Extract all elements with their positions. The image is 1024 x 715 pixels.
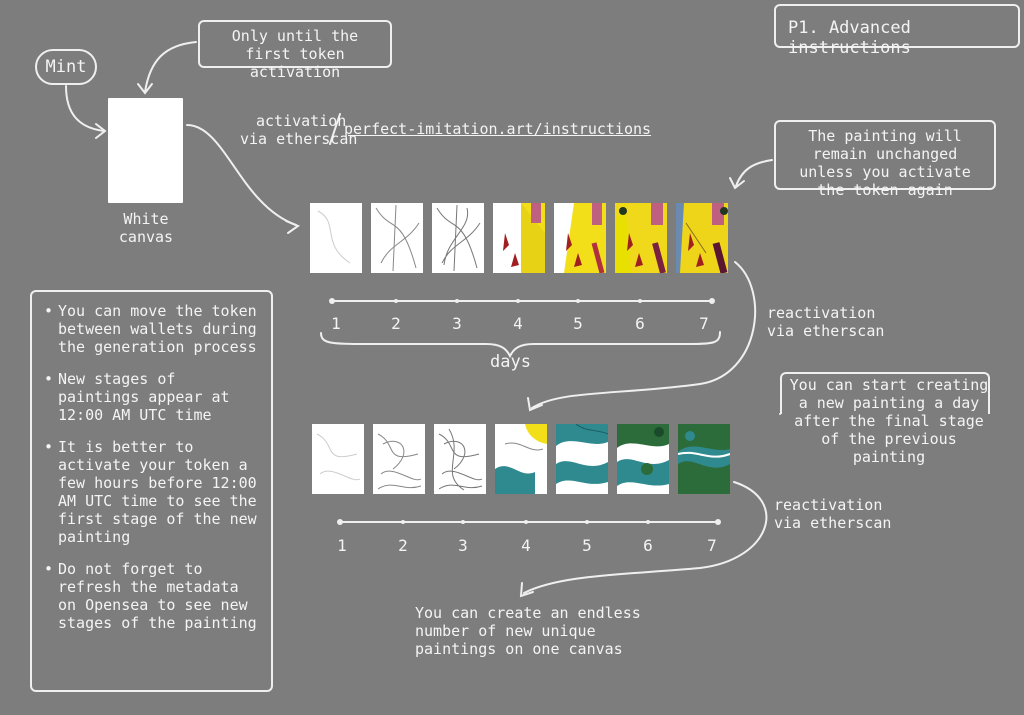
reactivation-2-line1: reactivation [774, 496, 883, 514]
note-unchanged: The painting will remain unchanged unles… [774, 120, 996, 199]
stage-thumbnail [495, 424, 547, 494]
note-first-activation-text: Only until the first token activation [231, 27, 359, 81]
tick-label: 3 [458, 536, 468, 555]
tip-item: New stages of paintings appear at 12:00 … [44, 370, 263, 424]
arrow-note-to-canvas [144, 41, 197, 93]
mint-label: Mint [45, 57, 87, 77]
tip-item: Do not forget to refresh the metadata on… [44, 560, 263, 632]
tick-label: 1 [337, 536, 347, 555]
tick-label: 4 [513, 314, 523, 333]
tip-item: It is better to activate your token a fe… [44, 438, 263, 546]
reactivation-2-line2: via etherscan [774, 514, 892, 532]
reactivation-1-line1: reactivation [767, 304, 876, 322]
stage-thumbnail [556, 424, 608, 494]
note-start-new-text: You can start creating a new painting a … [789, 376, 989, 466]
days-bracket [320, 331, 721, 359]
stage-thumbnail [493, 203, 545, 273]
stage-thumbnail [310, 203, 362, 273]
page-title: P1. Advanced instructions [788, 18, 911, 58]
activation-line2: via etherscan [240, 130, 358, 148]
activation-line1: activation [256, 112, 347, 130]
stage-thumbnail [434, 424, 486, 494]
white-canvas-label: White canvas [118, 210, 174, 246]
tick-label: 4 [521, 536, 531, 555]
tick-label: 3 [452, 314, 462, 333]
arrow-reactivation-2 [523, 481, 768, 594]
arrow-mint-to-canvas [65, 85, 105, 132]
stage-thumbnail [678, 424, 730, 494]
note-start-new: You can start creating a new painting a … [780, 372, 998, 470]
arrow-note-right [735, 159, 773, 187]
stage-thumbnail [676, 203, 728, 273]
reactivation-note-2: reactivation via etherscan [774, 496, 891, 532]
tip-item: You can move the token between wallets d… [44, 302, 263, 356]
white-canvas-image [108, 98, 183, 203]
tick-label: 5 [582, 536, 592, 555]
stage-thumbnail [615, 203, 667, 273]
tick-label: 5 [573, 314, 583, 333]
tips-list: You can move the token between wallets d… [32, 292, 271, 632]
note-endless: You can create an endless number of new … [415, 604, 641, 658]
tick-label: 6 [635, 314, 645, 333]
instructions-link[interactable]: perfect-imitation.art/instructions [344, 120, 652, 138]
tick-label: 1 [331, 314, 341, 333]
tick-label: 2 [391, 314, 401, 333]
stage-thumbnail [432, 203, 484, 273]
note-first-activation: Only until the first token activation [198, 20, 392, 81]
arrow-canvas-to-row1 [186, 124, 297, 226]
reactivation-1-line2: via etherscan [767, 322, 885, 340]
days-label: days [490, 352, 531, 372]
reactivation-note-1: reactivation via etherscan [767, 304, 884, 340]
note-unchanged-text: The painting will remain unchanged unles… [799, 127, 971, 199]
tick-label: 7 [699, 314, 709, 333]
tick-label: 7 [707, 536, 717, 555]
stage-thumbnail [554, 203, 606, 273]
stage-thumbnail [312, 424, 364, 494]
page-title-box: P1. Advanced instructions [774, 4, 1020, 58]
tips-box: You can move the token between wallets d… [30, 290, 273, 692]
mint-node: Mint [35, 49, 97, 85]
stage-thumbnail [371, 203, 423, 273]
tick-label: 2 [398, 536, 408, 555]
tick-label: 6 [643, 536, 653, 555]
arrow-reactivation-1 [531, 261, 757, 409]
stage-thumbnail [617, 424, 669, 494]
stage-thumbnail [373, 424, 425, 494]
